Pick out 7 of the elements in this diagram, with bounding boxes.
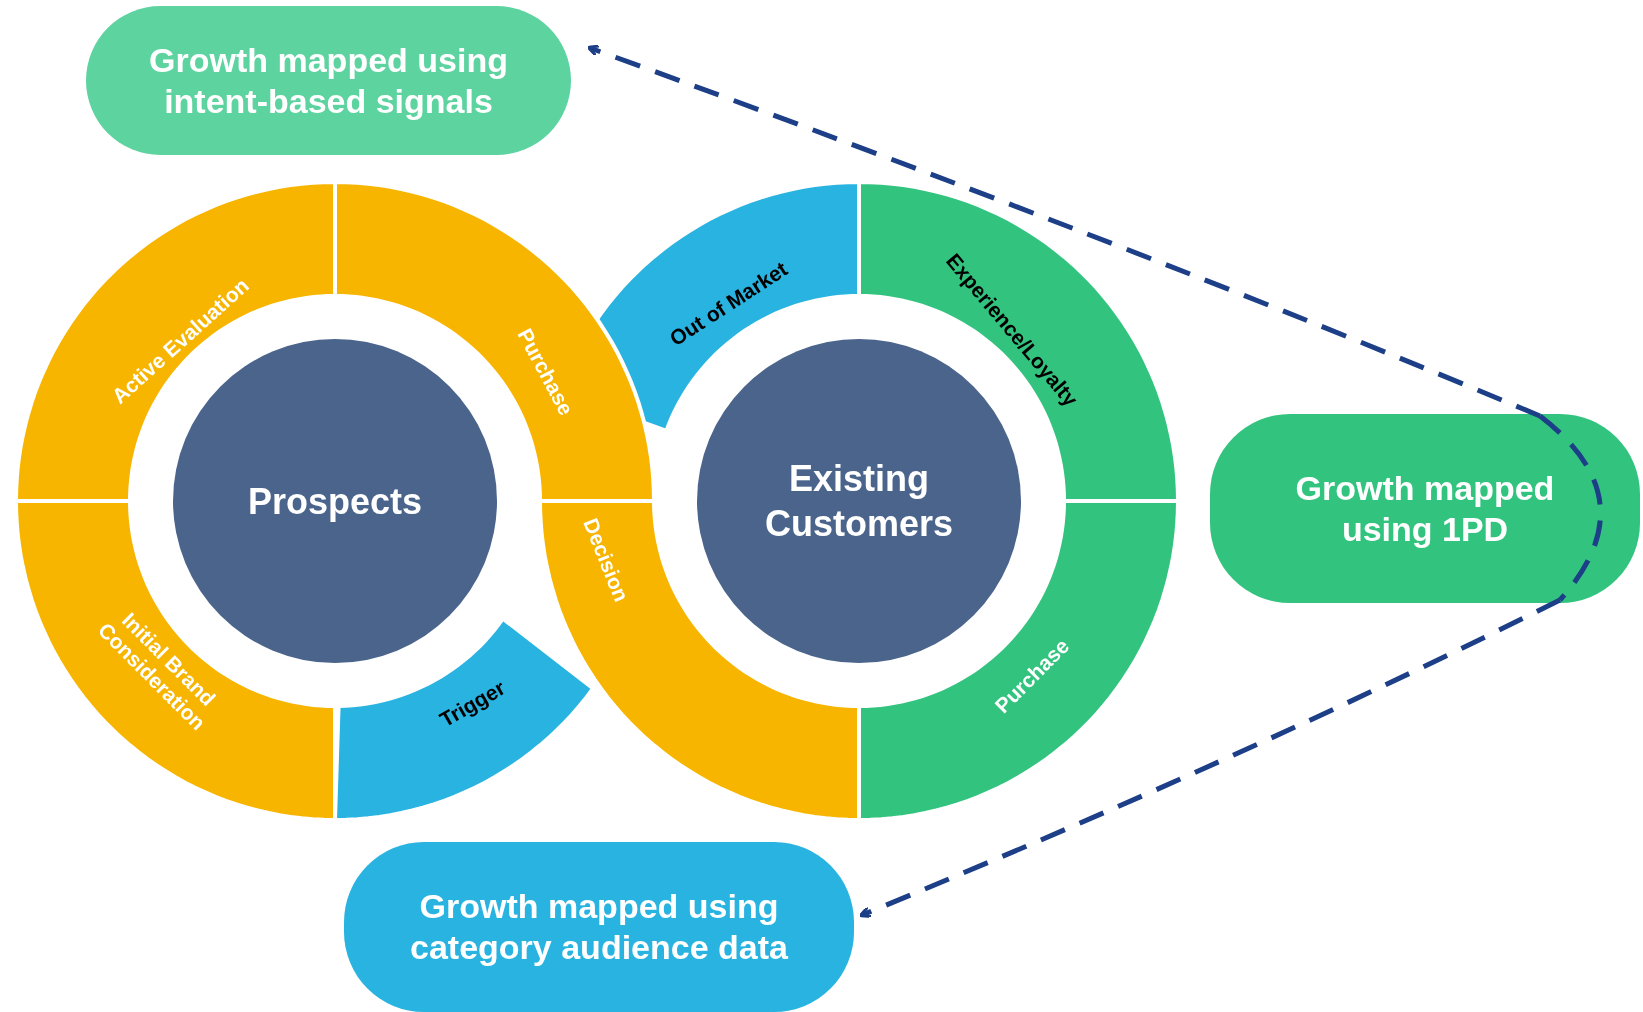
dashed-arrow: [858, 597, 1562, 919]
circle-title: Prospects: [247, 480, 423, 522]
dashed-arrow: [586, 44, 1541, 419]
circle-title: Existing Customers: [764, 458, 954, 544]
label-text: Growth mapped using intent-based signals: [149, 40, 508, 120]
label-text: Growth mapped using 1PD: [1295, 468, 1555, 548]
label-text: Growth mapped using category audience data: [410, 887, 788, 966]
